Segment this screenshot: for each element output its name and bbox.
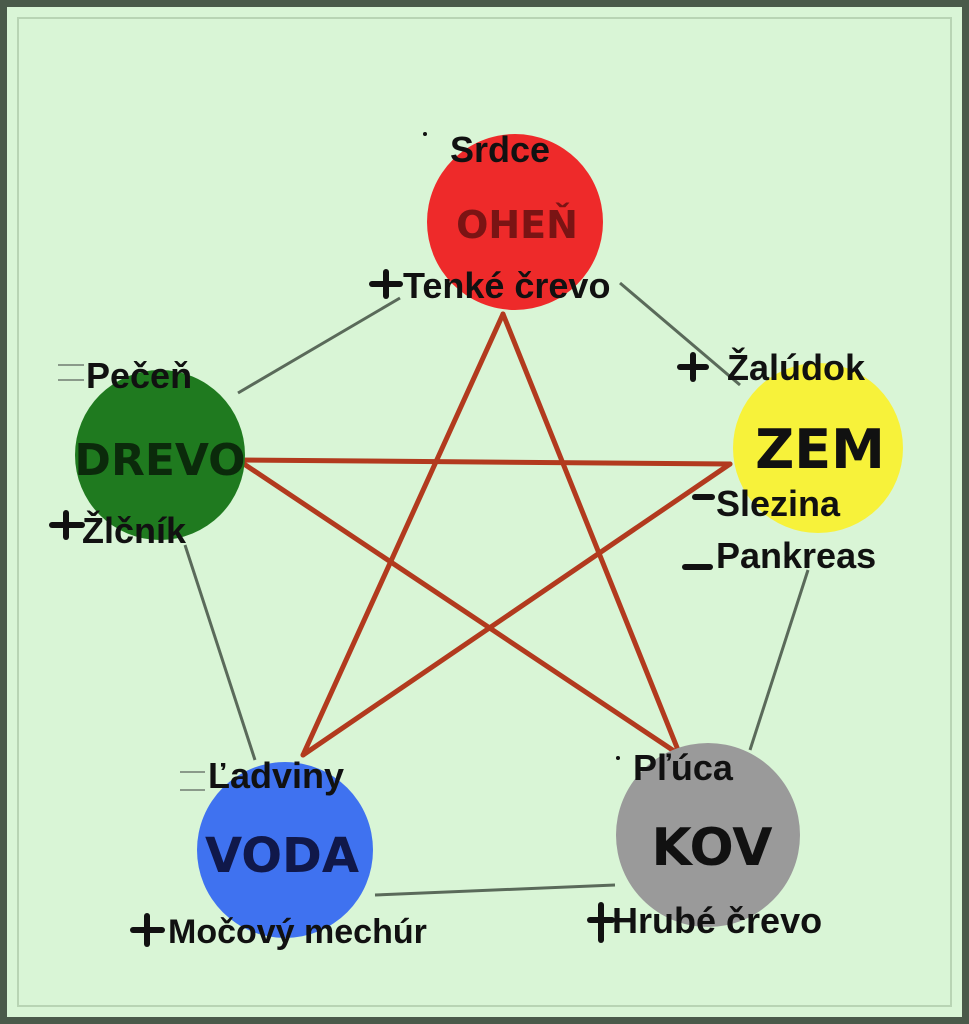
organ-metal-yin: Pľúca xyxy=(633,747,734,788)
water-circle xyxy=(197,762,373,938)
water-label: VODA xyxy=(205,828,359,884)
star-line-earth-water xyxy=(300,461,733,758)
cycle-line-fire-earth xyxy=(619,281,741,387)
metal-circle xyxy=(616,743,800,927)
cycle-line-wood-fire xyxy=(237,296,401,395)
organ-fire-yang: Tenké črevo xyxy=(403,265,610,306)
plus-marker-earth xyxy=(677,352,709,382)
cycle-line-earth-metal xyxy=(748,569,810,751)
wood-label: DREVO xyxy=(74,435,245,486)
wood-circle xyxy=(75,370,245,540)
star-line-fire-metal xyxy=(500,311,683,758)
star-line-wood-earth xyxy=(235,457,733,467)
earth-circle xyxy=(733,363,903,533)
cycle-line-water-wood xyxy=(183,544,257,761)
star-line-wood-metal xyxy=(235,457,683,758)
control-cycle-star xyxy=(235,311,733,758)
fire-label: OHEŇ xyxy=(456,203,578,247)
minor-dash-marks xyxy=(58,364,205,791)
polarity-markers xyxy=(49,269,715,947)
cycle-line-metal-water xyxy=(374,883,616,897)
dot-fire xyxy=(423,132,427,136)
organ-water-yin: Ľadviny xyxy=(208,755,344,796)
organ-earth-yin: Slezina xyxy=(716,483,841,524)
plus-marker-fire xyxy=(369,269,403,299)
dot-metal xyxy=(616,756,620,760)
star-line-fire-water xyxy=(300,311,506,758)
organ-metal-yang: Hrubé črevo xyxy=(612,900,822,941)
organ-fire-yin: Srdce xyxy=(450,129,550,170)
organ-water-yang: Močový mechúr xyxy=(168,913,427,951)
earth-label: ZEM xyxy=(755,418,885,481)
inner-border xyxy=(17,17,952,1007)
plus-marker-wood xyxy=(49,510,85,540)
organ-earth-yang: Žalúdok xyxy=(727,346,866,388)
plus-marker-metal xyxy=(587,902,615,943)
organ-earth-yin2: Pankreas xyxy=(716,535,876,576)
generation-cycle xyxy=(183,281,810,897)
plus-marker-water xyxy=(130,913,165,947)
organ-wood-yang: Žlčník xyxy=(82,509,187,551)
organ-wood-yin: Pečeň xyxy=(86,355,192,396)
fire-circle xyxy=(427,134,603,310)
metal-label: KOV xyxy=(651,818,772,878)
